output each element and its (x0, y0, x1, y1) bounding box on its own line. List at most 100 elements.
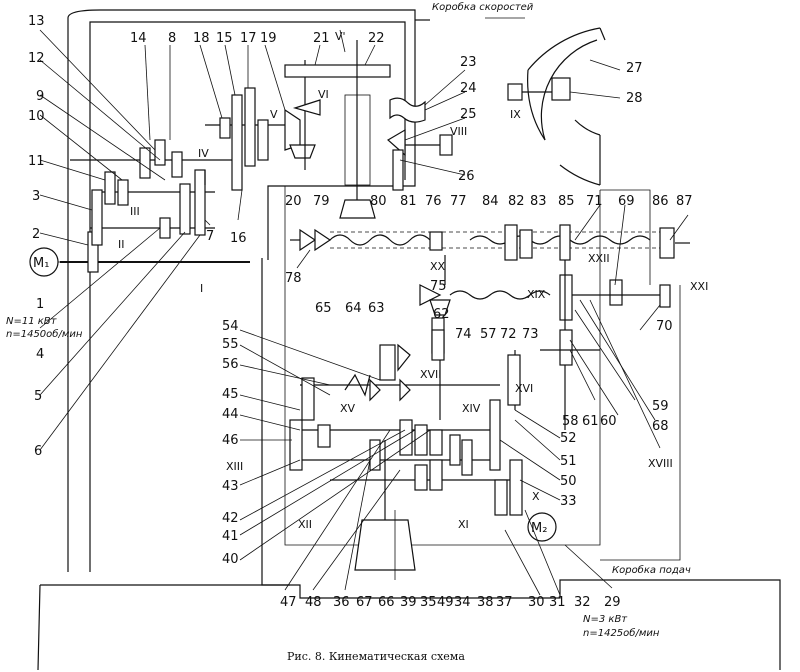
shaft-IX: IX (510, 108, 521, 121)
label-68: 68 (652, 419, 669, 434)
label-50: 50 (560, 474, 577, 489)
label-55: 55 (222, 337, 239, 352)
label-34: 34 (454, 595, 471, 610)
shaft-II: II (118, 238, 125, 251)
label-26: 26 (458, 169, 475, 184)
label-71: 71 (586, 194, 603, 209)
motor-m1-label: M₁ (33, 256, 49, 271)
shaft-XVI: XVI (515, 382, 533, 395)
label-59: 59 (652, 399, 669, 414)
label-87: 87 (676, 194, 693, 209)
label-80: 80 (370, 194, 387, 209)
motor2-power: N=3 кВт (583, 614, 628, 625)
label-9: 9 (36, 89, 44, 104)
label-39: 39 (400, 595, 417, 610)
label-2: 2 (32, 227, 40, 242)
label-43: 43 (222, 479, 239, 494)
label-13: 13 (28, 14, 45, 29)
label-31: 31 (549, 595, 566, 610)
shaft-X: X (532, 490, 540, 503)
label-79: 79 (313, 194, 330, 209)
shaft-XXII: XXII (588, 252, 610, 265)
label-45: 45 (222, 387, 239, 402)
label-61: 61 (582, 414, 599, 429)
label-12: 12 (28, 51, 45, 66)
label-46: 46 (222, 433, 239, 448)
label-69: 69 (618, 194, 635, 209)
label-16: 16 (230, 231, 247, 246)
label-4: 4 (36, 347, 44, 362)
spindle-head (284, 40, 453, 219)
part-number-labels: 13 12 9 10 11 3 2 1 4 5 6 7 16 14 8 18 1… (28, 14, 693, 610)
shaft-IV: IV (198, 147, 209, 160)
label-67: 67 (356, 595, 373, 610)
label-8: 8 (168, 31, 176, 46)
label-51: 51 (560, 454, 577, 469)
label-28: 28 (626, 91, 643, 106)
shaft-V: V (270, 108, 278, 121)
label-70: 70 (656, 319, 673, 334)
label-72: 72 (500, 327, 517, 342)
label-75: 75 (430, 279, 447, 294)
label-64: 64 (345, 301, 362, 316)
shaft-XVII: XVII (420, 368, 442, 381)
label-58: 58 (562, 414, 579, 429)
label-76: 76 (425, 194, 442, 209)
label-18: 18 (193, 31, 210, 46)
label-63: 63 (368, 301, 385, 316)
label-77: 77 (450, 194, 467, 209)
feed-gearbox (289, 224, 690, 580)
motor1-power: N=11 кВт (6, 316, 58, 327)
label-74: 74 (455, 327, 472, 342)
label-38: 38 (477, 595, 494, 610)
label-85: 85 (558, 194, 575, 209)
label-5: 5 (34, 389, 42, 404)
label-44: 44 (222, 407, 239, 422)
label-56: 56 (222, 357, 239, 372)
speed-gearbox (60, 60, 321, 273)
label-57: 57 (480, 327, 497, 342)
label-62: 62 (433, 307, 450, 322)
shaft-III: III (130, 205, 140, 218)
label-60: 60 (600, 414, 617, 429)
shaft-XVIII: XVIII (648, 457, 673, 470)
label-65: 65 (315, 301, 332, 316)
label-66: 66 (378, 595, 395, 610)
label-40: 40 (222, 552, 239, 567)
label-35: 35 (420, 595, 437, 610)
label-29: 29 (604, 595, 621, 610)
rotary-table-sector (507, 27, 606, 186)
label-11: 11 (28, 154, 45, 169)
leader-lines (39, 29, 689, 596)
label-32: 32 (574, 595, 591, 610)
label-14: 14 (130, 31, 147, 46)
label-48: 48 (305, 595, 322, 610)
shaft-XX: XX (430, 260, 446, 273)
shaft-XIX: XIX (527, 288, 546, 301)
label-37: 37 (496, 595, 513, 610)
label-47: 47 (280, 595, 297, 610)
label-24: 24 (460, 81, 477, 96)
label-52: 52 (560, 431, 577, 446)
label-17: 17 (240, 31, 257, 46)
motor1-speed: n=1450об/мин (6, 328, 83, 340)
label-82: 82 (508, 194, 525, 209)
shaft-I: I (200, 282, 203, 295)
label-7: 7 (206, 229, 214, 244)
figure-caption: Рис. 8. Кинематическая схема (287, 650, 465, 663)
shaft-XV: XV (340, 402, 356, 415)
shaft-XIII: XIII (226, 460, 243, 473)
label-19: 19 (260, 31, 277, 46)
label-81: 81 (400, 194, 417, 209)
label-10: 10 (28, 109, 45, 124)
label-23: 23 (460, 55, 477, 70)
label-86: 86 (652, 194, 669, 209)
shaft-XI: XI (458, 518, 469, 531)
label-83: 83 (530, 194, 547, 209)
label-41: 41 (222, 529, 239, 544)
label-1: 1 (36, 297, 44, 312)
label-27: 27 (626, 61, 643, 76)
label-21: 21 (313, 31, 330, 46)
label-54: 54 (222, 319, 239, 334)
